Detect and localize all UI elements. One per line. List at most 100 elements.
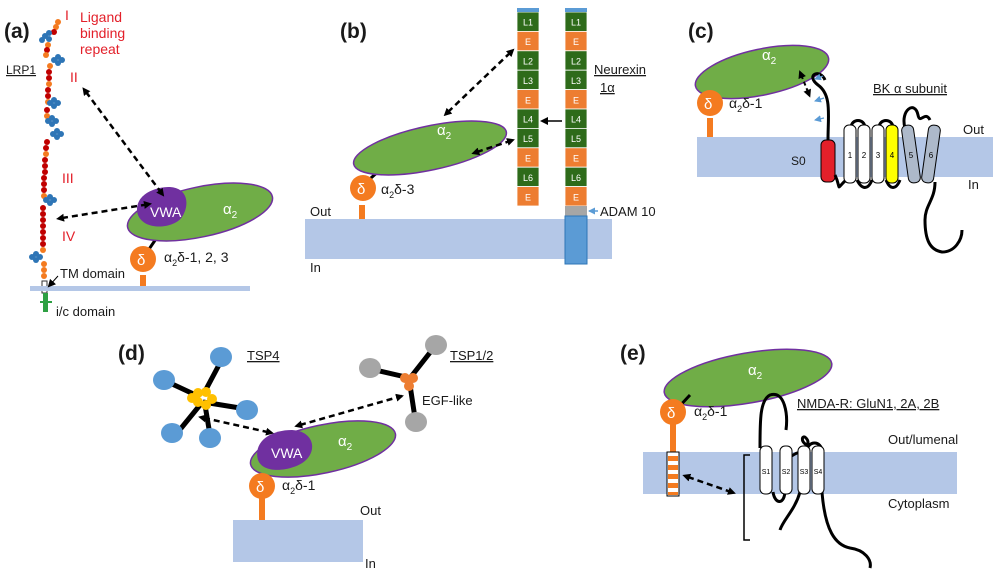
tsp4-pentamer	[153, 347, 258, 448]
neurexin-col2-segment-label: L2	[571, 57, 581, 67]
panel-c-tag: (c)	[688, 20, 714, 43]
bk-s3-helix	[871, 124, 885, 184]
delta-domain-c	[697, 90, 723, 116]
nmda-segment-label: S4	[814, 469, 823, 476]
bk-segment-label: 6	[929, 151, 934, 160]
panel-a-membrane	[30, 286, 250, 291]
subunit-label-a: α2δ-1, 2, 3	[164, 249, 229, 268]
vwa-label-a: VWA	[150, 204, 182, 220]
neurexin-col1-segment-label: L6	[523, 173, 533, 183]
delta-label-b: δ	[357, 181, 365, 198]
bk-s6-helix	[921, 124, 941, 184]
delta-label-c: δ	[704, 96, 712, 113]
bk-segment-label: 1	[848, 151, 853, 160]
bk-label: BK α subunit	[873, 81, 947, 96]
nmda-helix-group: S1 S2 S3 S4	[759, 445, 825, 495]
nmda-segment-label: S3	[800, 469, 809, 476]
neurexin-col1-segment-label: L5	[523, 134, 533, 144]
panel-a: (a) I Ligand binding repeat II III IV LR…	[4, 7, 274, 319]
tsp12-trimer	[359, 335, 447, 432]
adam10-label: ADAM 10	[600, 204, 656, 219]
nmda-bracket	[743, 454, 750, 541]
alpha2-label-d: α2	[338, 433, 353, 453]
delta-label-d: δ	[256, 479, 264, 496]
bk-s5-helix	[901, 124, 921, 184]
panel-c-out: Out	[963, 122, 984, 137]
neurexin-cap-2	[565, 8, 587, 12]
subunit-label-d: α2δ-1	[282, 477, 316, 496]
vwa-domain-d	[257, 430, 313, 470]
delta-domain-b	[350, 175, 376, 201]
tm-domain-arrow	[47, 275, 59, 288]
alpha2-label-c: α2	[762, 47, 777, 67]
arrow-nrx-l5-b	[471, 138, 515, 156]
bk-n-terminus	[811, 72, 831, 141]
alpha2-subunit-b	[352, 120, 508, 176]
ic-domain-label: i/c domain	[56, 304, 115, 319]
nmda-n-terminus	[758, 392, 789, 449]
bk-s0-helix	[820, 139, 836, 183]
delta-domain-e	[660, 399, 686, 425]
panel-b-membrane	[305, 219, 612, 259]
numeral-4: IV	[62, 228, 76, 244]
neurexin-col2-segment-label: L4	[571, 115, 581, 125]
ligand-label-line3: repeat	[80, 41, 120, 57]
bk-segment-label: 4	[890, 151, 895, 160]
neurexin-col1-segment-label: E	[525, 95, 531, 105]
neurexin-col1-segment	[516, 186, 540, 207]
tm-domain-label: TM domain	[60, 266, 125, 281]
bk-segment-label: 2	[862, 151, 867, 160]
nmda-c-terminus	[820, 491, 872, 569]
neurexin-col2-segment-label: L1	[571, 18, 581, 28]
nmda-segment-label: S1	[762, 469, 771, 476]
nmda-s3-helix	[797, 445, 811, 495]
neurexin-cap-1	[517, 8, 539, 12]
panel-d-in: In	[365, 556, 376, 571]
neurexin-col2-segment-label: L5	[571, 134, 581, 144]
neurexin-col2-segment-label: L3	[571, 76, 581, 86]
delta-domain-a	[130, 246, 156, 272]
neurexin-col2-segment-label: E	[573, 154, 579, 164]
panel-d-tag: (d)	[118, 342, 145, 365]
alpha2-subunit-c	[694, 44, 830, 100]
neurexin-col1-segment-label: L2	[523, 57, 533, 67]
ligand-label-line1: Ligand	[80, 9, 122, 25]
nmda-s4-helix	[811, 445, 825, 495]
delta-label-a: δ	[137, 252, 145, 269]
neurexin-label-line2: 1α	[600, 80, 615, 95]
egf-label: EGF-like	[422, 393, 473, 408]
lrp1-label: LRP1	[6, 63, 36, 77]
nmda-s2-helix	[779, 445, 793, 495]
nmda-label: NMDA-R: GluN1, 2A, 2B	[797, 396, 939, 411]
neurexin-col1-segment-label: E	[525, 192, 531, 202]
lrp1-chain	[29, 19, 65, 312]
arrow-lrp1-ii-a	[82, 87, 165, 197]
alpha2-label-b: α2	[437, 122, 452, 142]
adam10-cleavage-site	[565, 206, 587, 216]
arrow-nrx-l2-b	[443, 48, 515, 117]
arrow-tsp12-d	[294, 393, 404, 429]
neurexin-col2-segment-label: L6	[571, 173, 581, 183]
neurexin-col2-segment-label: E	[573, 192, 579, 202]
neurexin-col1-segment-label: L3	[523, 76, 533, 86]
neurexin-col2-segment-label: E	[573, 37, 579, 47]
alpha2-subunit-e	[663, 348, 833, 408]
tsp12-label: TSP1/2	[450, 348, 493, 363]
vwa-label-d: VWA	[271, 445, 303, 461]
panel-e: (e) Out/lumenal Cytoplasm NMDA-R: GluN1,…	[620, 342, 958, 569]
bk-segment-label: 5	[909, 151, 914, 160]
s0-label: S0	[791, 154, 806, 168]
panel-b-in: In	[310, 260, 321, 275]
panel-b-out: Out	[310, 204, 331, 219]
panel-a-tag: (a)	[4, 20, 30, 43]
arrow-nmda-e	[682, 473, 736, 495]
neurexin-col2-segment-label: E	[573, 95, 579, 105]
nmda-segment-label: S2	[782, 469, 791, 476]
panel-d-membrane	[233, 520, 363, 562]
neurexin-col1-segment-label: L1	[523, 18, 533, 28]
